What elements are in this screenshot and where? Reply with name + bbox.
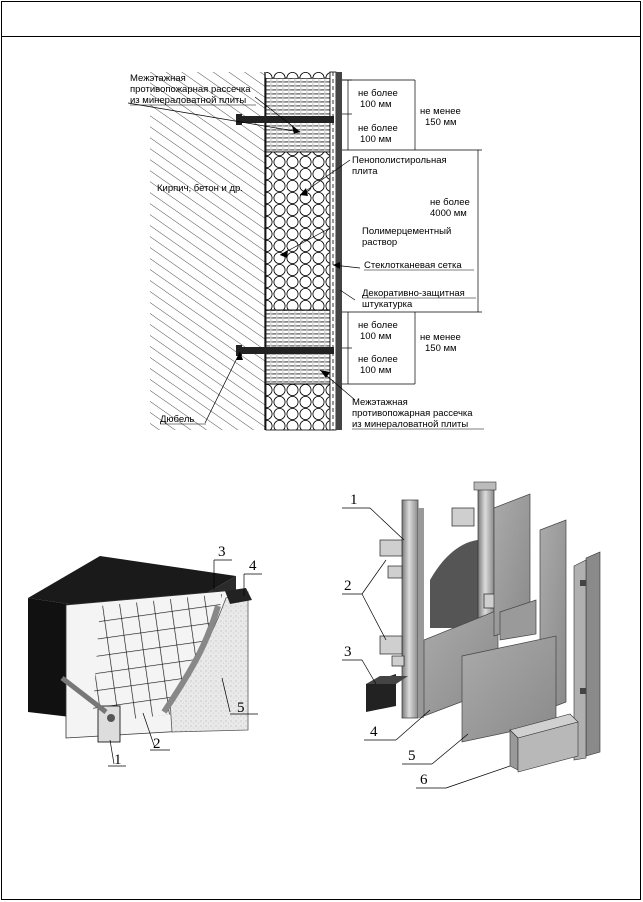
wall-section-diagram: Межэтажная противопожарная рассечка из м… bbox=[127, 71, 484, 431]
dim-top-a-2: 100 мм bbox=[360, 99, 392, 110]
label-firebreak-bot-1: Межэтажная bbox=[352, 397, 408, 408]
header-band bbox=[1, 1, 641, 37]
brackets bbox=[379, 507, 505, 667]
dim-bot-a-1: не более bbox=[358, 320, 398, 331]
label-firebreak-top-2: противопожарная рассечка bbox=[130, 84, 251, 95]
dim-top-total-1: не менее bbox=[420, 106, 461, 117]
dim-top-b-2: 100 мм bbox=[360, 134, 392, 145]
label-firebreak-bot-2: противопожарная рассечка bbox=[352, 408, 473, 419]
ventilated-facade-illustration: 1 2 3 4 5 6 bbox=[342, 481, 601, 789]
dim-bot-total-1: не менее bbox=[420, 332, 461, 343]
insulation-layer bbox=[265, 72, 331, 431]
leader-lines bbox=[127, 96, 361, 424]
left-callout-4: 4 bbox=[249, 558, 257, 574]
right-callout-2: 2 bbox=[344, 578, 352, 594]
masonry-wall bbox=[150, 72, 265, 430]
vertical-rail-1 bbox=[401, 499, 419, 719]
left-callout-3: 3 bbox=[218, 544, 226, 560]
label-firebreak-top-1: Межэтажная bbox=[130, 73, 186, 84]
dim-bot-a-2: 100 мм bbox=[360, 331, 392, 342]
label-firebreak-top-3: из минераловатной плиты bbox=[130, 95, 246, 106]
label-plaster-2: штукатурка bbox=[362, 299, 413, 310]
dim-top-a-1: не более bbox=[358, 88, 398, 99]
label-foam-1: Пенополистирольная bbox=[352, 155, 447, 166]
label-firebreak-bot-3: из минераловатной плиты bbox=[352, 419, 468, 430]
right-callout-6: 6 bbox=[420, 772, 428, 788]
dim-top-total-2: 150 мм bbox=[425, 117, 457, 128]
right-callout-5: 5 bbox=[408, 748, 416, 764]
dowel-illustration bbox=[60, 676, 108, 714]
dowel-top bbox=[240, 116, 334, 123]
dim-top-b-1: не более bbox=[358, 123, 398, 134]
dim-bot-b-1: не более bbox=[358, 354, 398, 365]
right-callout-3: 3 bbox=[344, 644, 352, 660]
label-wall: Кирпич, бетон и др. bbox=[157, 183, 243, 194]
anchor-plate bbox=[97, 705, 121, 743]
dim-mid-1: не более bbox=[430, 197, 470, 208]
dim-bot-b-2: 100 мм bbox=[360, 365, 392, 376]
dim-bot-total-2: 150 мм bbox=[425, 343, 457, 354]
right-callout-1: 1 bbox=[350, 492, 358, 508]
left-callout-1: 1 bbox=[114, 752, 122, 768]
left-callout-2: 2 bbox=[153, 736, 161, 752]
wet-facade-illustration: 1 2 3 4 5 bbox=[28, 544, 262, 768]
label-mortar-1: Полимерцементный bbox=[362, 226, 451, 237]
dim-mid-2: 4000 мм bbox=[430, 208, 467, 219]
plaster-layer bbox=[336, 72, 342, 430]
label-mesh: Стеклотканевая сетка bbox=[364, 260, 462, 271]
left-callout-5: 5 bbox=[237, 700, 245, 716]
label-mortar-2: раствор bbox=[362, 237, 397, 248]
corner-profile bbox=[585, 551, 601, 757]
back-wall bbox=[430, 539, 486, 628]
dimension-lines bbox=[342, 79, 482, 385]
label-foam-2: плита bbox=[352, 166, 378, 177]
dowel-bottom bbox=[240, 347, 334, 354]
label-plaster-1: Декоративно-защитная bbox=[362, 288, 465, 299]
right-callout-4: 4 bbox=[370, 724, 378, 740]
label-dowel: Дюбель bbox=[160, 414, 194, 425]
